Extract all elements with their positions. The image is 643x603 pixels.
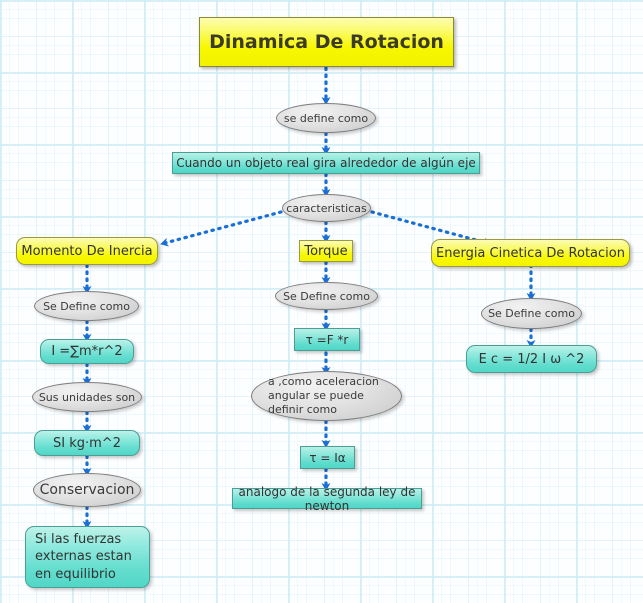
node-caracteristicas[interactable]: caracteristicas [282, 194, 371, 222]
node-torque-se-define-como[interactable]: Se Define como [275, 282, 378, 310]
node-energia-cinetica-de-rotacion[interactable]: Energia Cinetica De Rotacion [431, 239, 630, 267]
node-inercia-conservacion[interactable]: Conservacion [33, 473, 141, 507]
node-momento-de-inercia[interactable]: Momento De Inercia [16, 237, 158, 265]
node-energia-se-define-como[interactable]: Se Define como [481, 298, 582, 329]
node-inercia-sus-unidades-son[interactable]: Sus unidades son [32, 382, 142, 412]
node-torque-aceleracion-angular[interactable]: a ,como aceleracion angular se puede def… [251, 371, 402, 421]
node-inercia-formula[interactable]: I =∑m*r^2 [40, 339, 134, 364]
link-caracteristicas-inercia [160, 210, 283, 247]
node-inercia-si-unidades[interactable]: SI kg·m^2 [34, 430, 140, 456]
node-energia-formula[interactable]: E c = 1/2 I ω ^2 [466, 345, 597, 373]
node-se-define-como-root[interactable]: se define como [276, 103, 376, 133]
node-inercia-se-define-como[interactable]: Se Define como [34, 291, 139, 321]
node-torque-formula[interactable]: τ =F *r [294, 328, 360, 351]
node-torque-formula-inercia-alpha[interactable]: τ = Iα [300, 446, 355, 469]
node-objeto-real[interactable]: Cuando un objeto real gira alrededor de … [172, 152, 480, 174]
node-inercia-equilibrio[interactable]: Si las fuerzas externas estan en equilib… [25, 526, 150, 588]
node-torque[interactable]: Torque [299, 240, 353, 262]
node-torque-analogo-newton[interactable]: analogo de la segunda ley de newton [232, 485, 422, 513]
node-title[interactable]: Dinamica De Rotacion [199, 17, 454, 67]
